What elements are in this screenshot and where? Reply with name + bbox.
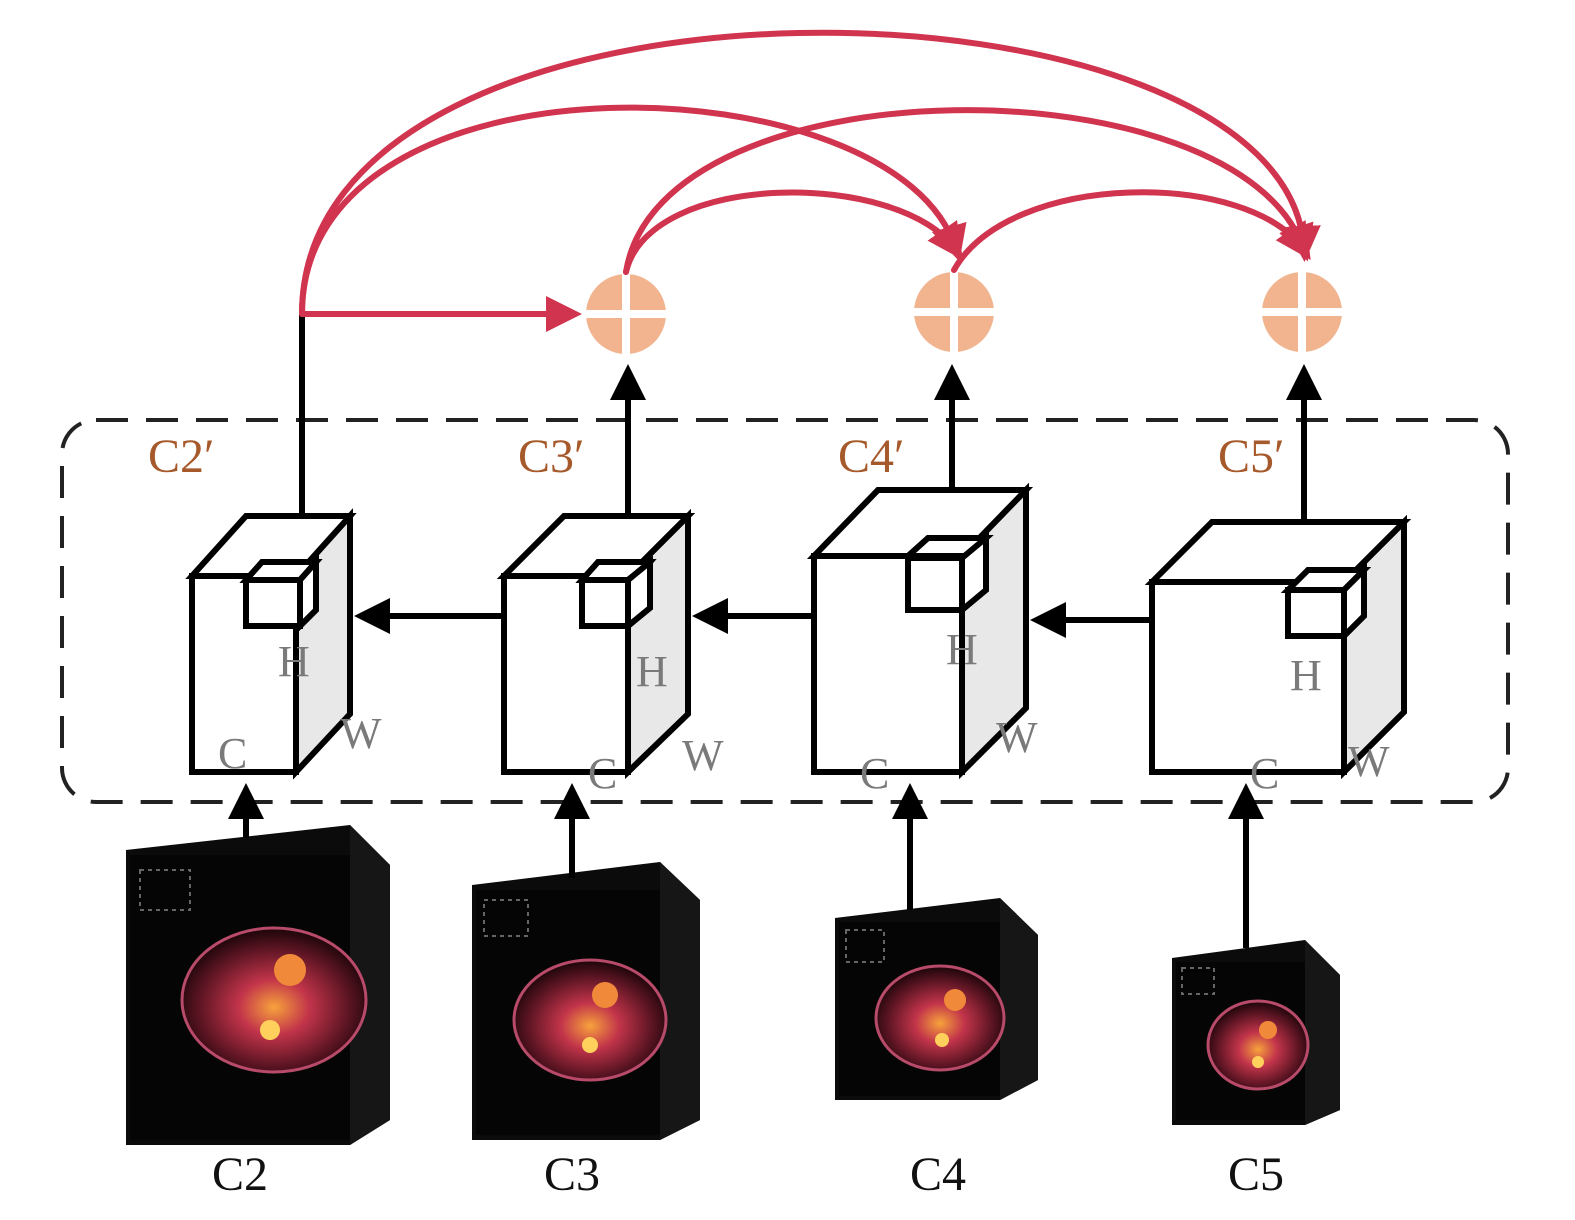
dim-c-c5: C <box>1250 749 1279 798</box>
circled-plus-icon <box>586 274 666 354</box>
input-volume-c2 <box>126 825 390 1145</box>
feature-cube-c3 <box>496 508 696 780</box>
dim-w-c5: W <box>1348 737 1390 786</box>
dim-w-c4: W <box>996 713 1038 762</box>
dim-w-c2: W <box>340 709 382 758</box>
circled-plus-icon <box>1262 272 1342 352</box>
input-volume-c4 <box>835 898 1038 1100</box>
feature-label-c3: C3′ <box>518 430 585 483</box>
input-volume-c3 <box>472 862 700 1140</box>
fusion-c2-to-sum5 <box>299 29 1321 317</box>
fusion-c4-to-sum5 <box>951 189 1311 273</box>
input-volume-c5 <box>1172 940 1340 1125</box>
dim-h-c4: H <box>946 625 978 674</box>
dim-c-c3: C <box>588 749 617 798</box>
dim-c-c4: C <box>860 749 889 798</box>
input-label-c5: C5 <box>1228 1148 1284 1201</box>
fusion-c3-to-sum5 <box>623 107 1314 275</box>
input-label-c3: C3 <box>544 1148 600 1201</box>
feature-label-c5: C5′ <box>1218 430 1285 483</box>
fusion-c2-to-sum4 <box>299 104 967 317</box>
dim-h-c2: H <box>278 637 310 686</box>
input-label-c4: C4 <box>910 1148 966 1201</box>
circled-plus-icon <box>914 272 994 352</box>
feature-cube-c4 <box>806 482 1034 780</box>
dim-h-c3: H <box>636 647 668 696</box>
fusion-c3-to-sum4 <box>623 189 963 275</box>
feature-cube-c5 <box>1144 514 1412 780</box>
dim-w-c3: W <box>682 731 724 780</box>
dim-h-c5: H <box>1290 651 1322 700</box>
input-label-c2: C2 <box>212 1148 268 1201</box>
feature-label-c2: C2′ <box>148 430 215 483</box>
feature-cube-c2 <box>185 508 357 780</box>
dim-c-c2: C <box>218 729 247 778</box>
feature-label-c4: C4′ <box>838 430 905 483</box>
